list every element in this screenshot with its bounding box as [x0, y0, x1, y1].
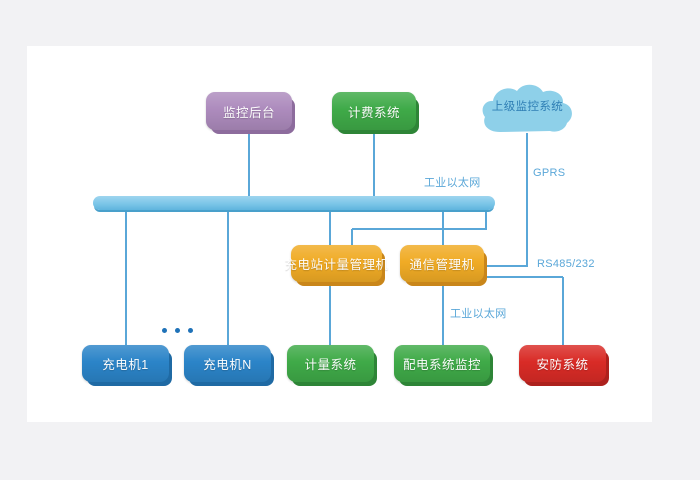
node-upper-monitor-system[interactable]: 上级监控系统	[480, 84, 575, 136]
charger-ellipsis	[162, 328, 193, 333]
node-metering-system[interactable]: 计量系统	[287, 345, 374, 382]
node-label-charger-n: 充电机N	[203, 358, 252, 372]
node-label-station-meter-manager: 充电站计量管理机	[284, 258, 389, 272]
rs485-label: RS485/232	[537, 258, 595, 270]
node-label-monitor-backend: 监控后台	[222, 105, 275, 120]
node-label-billing-system: 计费系统	[347, 105, 400, 120]
cloud-shape-icon	[482, 84, 572, 132]
node-charger-n[interactable]: 充电机N	[184, 345, 271, 382]
node-label-power-distribution-monitor: 配电系统监控	[402, 358, 481, 372]
node-power-distribution-monitor[interactable]: 配电系统监控	[394, 345, 490, 382]
node-station-meter-manager[interactable]: 充电站计量管理机	[285, 245, 388, 282]
node-label-charger-1: 充电机1	[102, 358, 149, 372]
ethernet-down-label: 工业以太网	[450, 308, 507, 320]
node-label-upper-monitor-system: 上级监控系统	[491, 100, 564, 113]
node-label-security-system: 安防系统	[536, 358, 589, 372]
node-security-system[interactable]: 安防系统	[519, 345, 606, 382]
node-label-comm-manager: 通信管理机	[409, 258, 475, 272]
gprs-label: GPRS	[533, 167, 566, 179]
bus-ethernet-label: 工业以太网	[424, 177, 481, 189]
node-label-metering-system: 计量系统	[304, 358, 357, 372]
industrial-ethernet-bus	[93, 196, 495, 210]
ellipsis-dot	[188, 328, 193, 333]
node-billing-system[interactable]: 计费系统	[332, 92, 416, 130]
ellipsis-dot	[175, 328, 180, 333]
node-charger-1[interactable]: 充电机1	[82, 345, 169, 382]
node-comm-manager[interactable]: 通信管理机	[400, 245, 484, 282]
ellipsis-dot	[162, 328, 167, 333]
node-monitor-backend[interactable]: 监控后台	[206, 92, 292, 130]
